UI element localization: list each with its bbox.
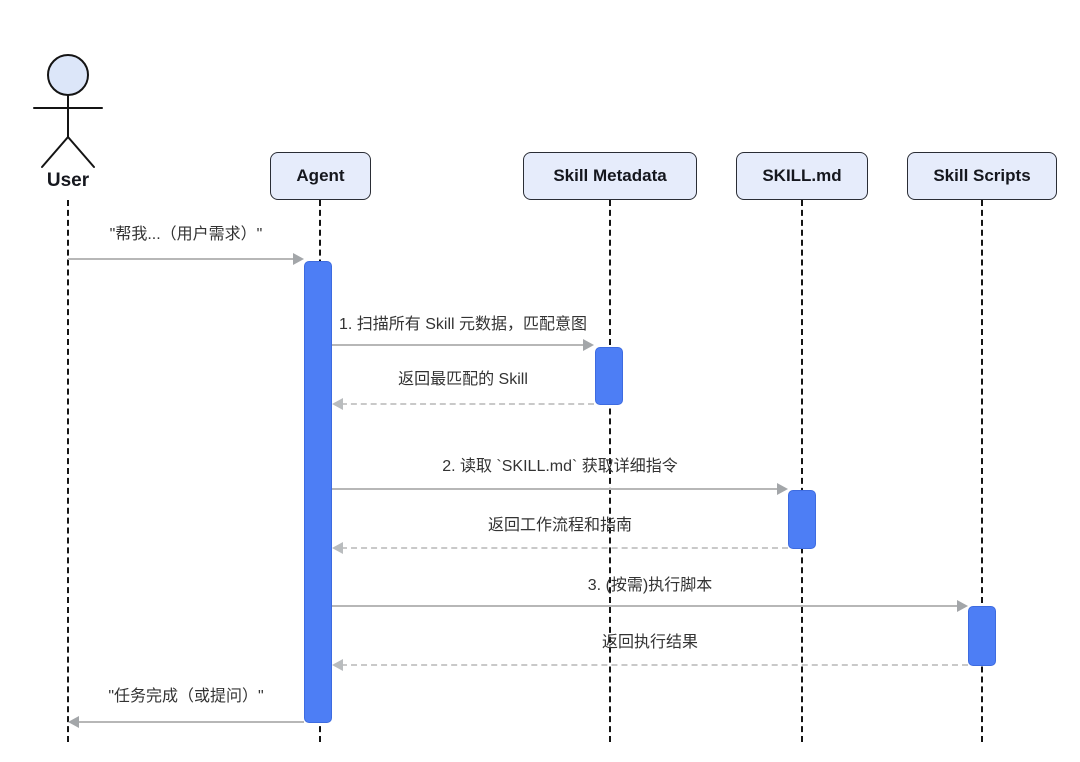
- participant-label: Skill Metadata: [553, 166, 667, 185]
- arrowhead-right-icon: [583, 339, 594, 351]
- lifeline-skill-metadata: [609, 200, 611, 742]
- arrow-shaft: [77, 721, 304, 723]
- message-arrow-agent-to-user: [68, 716, 304, 728]
- arrow-shaft: [332, 344, 585, 346]
- activation-agent: [304, 261, 332, 723]
- arrow-shaft: [68, 258, 295, 260]
- arrow-shaft: [341, 664, 968, 666]
- participant-skill-md: SKILL.md: [736, 152, 868, 200]
- return-arrow-skill-scripts-to-agent: [332, 659, 968, 671]
- participant-agent: Agent: [270, 152, 371, 200]
- message-label-task-complete: "任务完成（或提问）": [108, 688, 264, 705]
- arrowhead-left-icon: [332, 398, 343, 410]
- message-label-read-skill-md: 2. 读取 `SKILL.md` 获取详细指令: [442, 458, 678, 475]
- activation-skill-metadata: [595, 347, 623, 405]
- message-label-return-workflow: 返回工作流程和指南: [487, 517, 633, 534]
- arrow-shaft: [332, 488, 779, 490]
- actor-right-leg: [67, 136, 95, 168]
- message-arrow-user-to-agent: [68, 253, 304, 265]
- message-arrow-agent-to-skill-md: [332, 483, 788, 495]
- actor-label-user: User: [46, 170, 90, 191]
- message-label-execute-script: 3. (按需)执行脚本: [587, 577, 713, 594]
- return-arrow-skill-metadata-to-agent: [332, 398, 594, 410]
- arrowhead-right-icon: [293, 253, 304, 265]
- message-label-return-best-skill: 返回最匹配的 Skill: [398, 371, 528, 388]
- arrowhead-left-icon: [332, 659, 343, 671]
- message-label-return-result: 返回执行结果: [601, 634, 699, 651]
- activation-skill-md: [788, 490, 816, 549]
- user-actor-icon: [33, 54, 103, 168]
- participant-skill-scripts: Skill Scripts: [907, 152, 1057, 200]
- arrowhead-left-icon: [68, 716, 79, 728]
- arrow-shaft: [341, 547, 788, 549]
- participant-skill-metadata: Skill Metadata: [523, 152, 697, 200]
- message-label-user-request: "帮我...（用户需求）": [109, 226, 263, 243]
- lifeline-user: [67, 200, 69, 742]
- arrow-shaft: [341, 403, 594, 405]
- message-arrow-agent-to-skill-metadata: [332, 339, 594, 351]
- lifeline-skill-md: [801, 200, 803, 742]
- arrowhead-right-icon: [957, 600, 968, 612]
- actor-left-leg: [41, 136, 69, 168]
- lifeline-skill-scripts: [981, 200, 983, 742]
- participant-label: SKILL.md: [762, 166, 842, 185]
- activation-skill-scripts: [968, 606, 996, 666]
- participant-label: Skill Scripts: [933, 166, 1031, 185]
- arrowhead-left-icon: [332, 542, 343, 554]
- return-arrow-skill-md-to-agent: [332, 542, 788, 554]
- message-arrow-agent-to-skill-scripts: [332, 600, 968, 612]
- actor-head: [47, 54, 89, 96]
- arrowhead-right-icon: [777, 483, 788, 495]
- arrow-shaft: [332, 605, 959, 607]
- message-label-scan-metadata: 1. 扫描所有 Skill 元数据，匹配意图: [338, 316, 588, 333]
- participant-label: Agent: [296, 166, 345, 185]
